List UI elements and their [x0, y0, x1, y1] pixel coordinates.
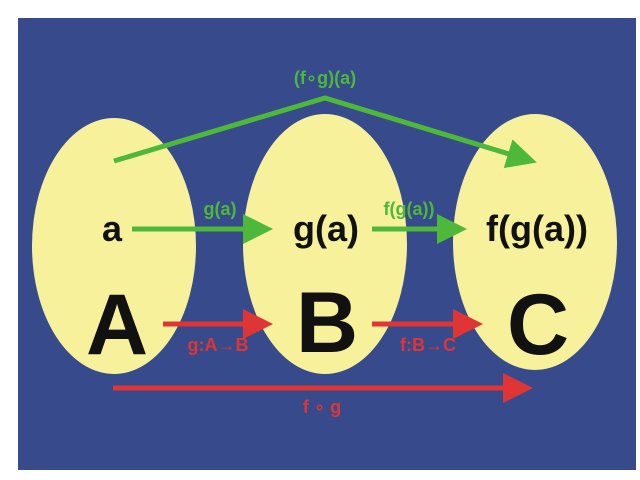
- element-a: a: [102, 208, 123, 249]
- f-element-label: f(g(a)): [384, 199, 435, 219]
- set-c-name: C: [507, 277, 569, 373]
- set-a-ellipse: [32, 118, 196, 374]
- composite-element-label: (f∘g)(a): [294, 68, 356, 88]
- g-map-label: g:A→B: [188, 335, 249, 355]
- composite-map-label: f ∘ g: [303, 397, 341, 417]
- g-element-label: g(a): [204, 199, 237, 219]
- set-c-ellipse: [453, 114, 617, 370]
- composite-element-arrow: [113, 95, 537, 169]
- element-b: g(a): [293, 208, 359, 249]
- set-b-name: B: [296, 275, 358, 371]
- set-a-name: A: [86, 277, 148, 373]
- set-b-ellipse: [243, 114, 407, 374]
- element-c: f(g(a)): [486, 208, 588, 249]
- f-map-label: f:B→C: [400, 335, 456, 355]
